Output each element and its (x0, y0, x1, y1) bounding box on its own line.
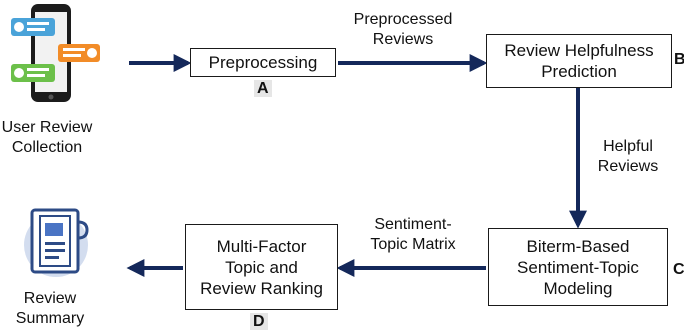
biterm-label-line2: Sentiment-Topic (517, 257, 639, 277)
edge-label-sentiment-topic-matrix: Sentiment- Topic Matrix (346, 215, 480, 255)
edge-label-matrix-line1: Sentiment- (374, 216, 452, 233)
preprocessing-label: Preprocessing (208, 53, 318, 72)
summary-label-line1: Review (23, 290, 77, 307)
ranking-label-line2: Topic and (225, 257, 298, 277)
collection-label-line1: User Review (1, 119, 93, 136)
helpfulness-box: Review Helpfulness Prediction (486, 34, 672, 88)
biterm-label-line1: Biterm-Based (526, 236, 630, 256)
biterm-label-line3: Modeling (543, 278, 613, 298)
helpfulness-label-line2: Prediction (541, 62, 617, 81)
edge-label-helpful-line2: Reviews (597, 158, 659, 175)
edge-label-helpful-line1: Helpful (603, 138, 653, 155)
tag-d: D (250, 313, 268, 330)
summary-label-line2: Summary (15, 310, 85, 327)
document-summary-icon (24, 208, 89, 277)
biterm-box: Biterm-Based Sentiment-Topic Modeling (488, 228, 668, 306)
tag-b: B (674, 51, 684, 68)
summary-label: Review Summary (8, 289, 92, 329)
edge-label-matrix-line2: Topic Matrix (370, 236, 456, 253)
tag-c: C (673, 261, 684, 278)
tag-a: A (254, 80, 272, 97)
ranking-label-line1: Multi-Factor (216, 236, 307, 256)
collection-label-line2: Collection (11, 139, 83, 156)
edge-label-preprocessed-reviews: Preprocessed Reviews (338, 10, 468, 50)
ranking-box: Multi-Factor Topic and Review Ranking (185, 224, 338, 310)
smartphone-reviews-icon (11, 4, 100, 102)
ranking-label-line3: Review Ranking (200, 278, 323, 298)
edge-label-preprocessed-line1: Preprocessed (353, 11, 453, 28)
edge-label-preprocessed-line2: Reviews (372, 31, 434, 48)
collection-label: User Review Collection (0, 118, 94, 158)
edge-label-helpful-reviews: Helpful Reviews (586, 137, 670, 177)
helpfulness-label-line1: Review Helpfulness (504, 41, 654, 60)
preprocessing-box: Preprocessing (190, 48, 336, 77)
